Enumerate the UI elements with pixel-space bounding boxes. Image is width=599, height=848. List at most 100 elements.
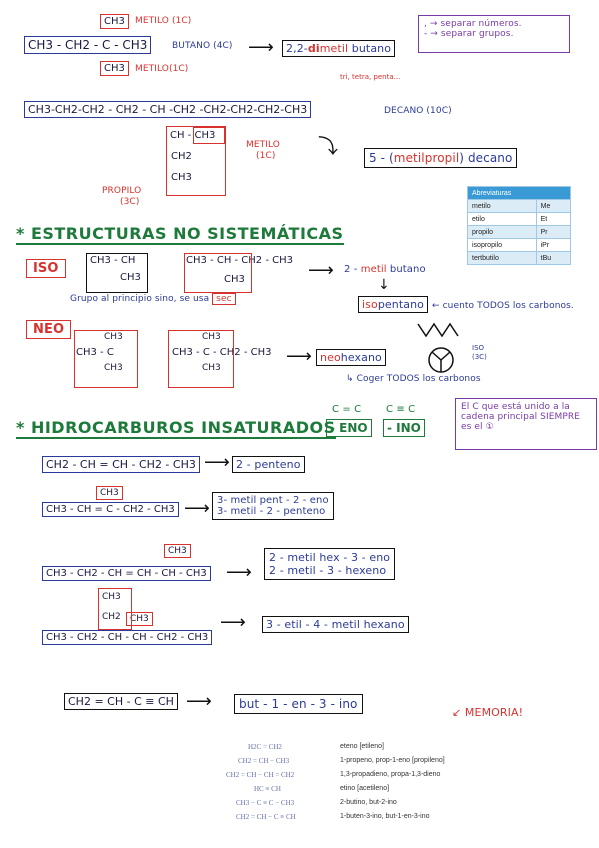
memoria-name-4: etino [acetileno]	[340, 785, 390, 792]
neo-structure-1: CH3 CH3 - C CH3	[76, 332, 132, 384]
neo-struct2-bottom: CH3	[202, 363, 221, 373]
memoria-name-6: 1-buten-3-ino, but-1-en-3-ino	[340, 813, 430, 820]
unsat-1-name: 2 - penteno	[232, 456, 305, 473]
unsat-3-formula: CH3 - CH2 - CH = CH - CH - CH3	[42, 566, 211, 581]
neo-result-base: hexano	[340, 351, 382, 364]
memoria-name-3: 1,3-propadieno, propa-1,3-dieno	[340, 771, 441, 778]
principal-chain-note: El C que está unido a la cadena principa…	[455, 398, 597, 450]
abbr-name: etilo	[467, 212, 537, 226]
abbreviations-header: Abreviaturas	[467, 186, 571, 200]
ex1-bottom-substituent-label: METILO(1C)	[135, 64, 189, 74]
separator-note-line2: - → separar grupos.	[424, 29, 514, 39]
unsat-2-names: 3- metil pent - 2 - eno 3- metil - 2 - p…	[212, 492, 334, 520]
neo-note-text: Coger TODOS los carbonos	[356, 374, 481, 384]
iso-result-base: pentano	[377, 298, 425, 311]
iso-result-prefix: iso	[362, 298, 378, 311]
memoria-formula-5: CH3 − C ≡ C − CH3	[236, 799, 295, 807]
unsat-3-arrow: ⟶	[226, 562, 252, 583]
iso-struct2-top: CH3 - CH - CH2 - CH3	[186, 255, 293, 266]
unsat-3-names: 2 - metil hex - 3 - eno 2 - metil - 3 - …	[264, 548, 396, 580]
abbr-name: tertbutilo	[467, 251, 537, 265]
unsat-4-arrow: ⟶	[220, 612, 246, 633]
triple-bond-label: C ≡ C	[386, 404, 416, 415]
ex2-branch-box	[166, 126, 226, 196]
unsat-3-name-1: 2 - metil hex - 3 - eno	[269, 551, 391, 564]
unsat-2-substituent: CH3	[96, 486, 123, 500]
ex2-branch-ch: CH - CH3	[170, 130, 216, 141]
iso-count-note: ← cuento TODOS los carbonos.	[432, 301, 574, 311]
abbr-name: propilo	[467, 225, 537, 239]
iso-struct1-top: CH3 - CH	[90, 255, 136, 266]
ex1-result-prefix: 2,2-	[286, 42, 308, 55]
abbr-code: Me	[535, 199, 572, 213]
ex2-result-end: ) decano	[459, 151, 513, 165]
memoria-formula-4: HC ≡ CH	[254, 785, 281, 793]
ex2-metilo-box	[193, 127, 225, 144]
neo-structure-2: CH3 CH3 - C - CH2 - CH3 CH3	[172, 332, 271, 373]
neo-note: ↳ Coger TODOS los carbonos	[346, 374, 481, 384]
unsat-5-arrow: ⟶	[186, 691, 212, 712]
iso-footnote-text: Grupo al principio sino, se usa	[70, 294, 210, 304]
neo-struct1-top: CH3	[104, 332, 123, 342]
abbr-name: isopropilo	[467, 238, 537, 252]
iso-struct1-bottom: CH3	[120, 272, 141, 283]
unsat-1-arrow: ⟶	[204, 452, 230, 473]
ex2-propilo-label: PROPILO	[102, 186, 142, 196]
ex1-bottom-substituent: CH3	[100, 61, 129, 76]
unsat-2-name-1: 3- metil pent - 2 - eno	[217, 495, 329, 506]
ex1-prefix-note: tri, tetra, penta...	[340, 73, 401, 81]
ex2-metilo-sub: (1C)	[256, 151, 276, 161]
memoria-formula-6: CH2 = CH − C ≡ CH	[236, 813, 296, 821]
double-bond-label: C = C	[332, 404, 362, 415]
neo-struct1-highlight	[74, 330, 138, 388]
ex2-propilo-sub: (3C)	[120, 197, 140, 207]
ex2-result: 5 - (metilpropil) decano	[364, 148, 518, 168]
memoria-name-5: 2-butino, but-2-ino	[340, 799, 397, 806]
abbr-code: iPr	[535, 238, 572, 252]
iso-skeletal-icon	[417, 322, 459, 373]
iso-name-metil: metil	[360, 264, 387, 275]
memoria-label: ↙ MEMORIA!	[452, 706, 524, 719]
iso-systematic-name: 2 - metil butano	[344, 264, 426, 275]
iso-structure-2: CH3 - CH - CH2 - CH3 CH3	[186, 255, 293, 285]
neo-tag: NEO	[26, 320, 72, 339]
neo-struct2-mid: CH3 - C - CH2 - CH3	[172, 347, 272, 358]
ex2-result-metil: metil	[393, 151, 425, 165]
iso-result: isopentano	[358, 296, 429, 313]
section-heading-non-systematic: * ESTRUCTURAS NO SISTEMÁTICAS	[16, 224, 344, 245]
abbr-code: tBu	[535, 251, 572, 265]
memoria-label-text: MEMORIA!	[464, 706, 524, 719]
iso-tag: ISO	[26, 259, 66, 278]
memoria-name-2: 1-propeno, prop-1-eno [propileno]	[340, 757, 445, 764]
unsat-2-arrow: ⟶	[184, 498, 210, 519]
ex2-result-propil: propil	[424, 151, 460, 165]
unsat-2-name-2: 3- metil - 2 - penteno	[217, 506, 326, 517]
unsat-4-formula: CH3 - CH2 - CH - CH - CH2 - CH3	[42, 630, 213, 645]
neo-result: neohexano	[316, 349, 386, 366]
iso-sec-tag: sec	[212, 293, 236, 305]
ex1-arrow: ⟶	[248, 37, 274, 58]
ex2-chain-label: DECANO (10C)	[384, 106, 452, 116]
unsat-1-formula: CH2 - CH = CH - CH2 - CH3	[42, 456, 200, 473]
memoria-formula-3: CH2 = CH − CH = CH2	[226, 771, 295, 779]
ex1-main-chain: CH3 - CH2 - C - CH3	[24, 36, 152, 54]
unsat-4-sub-c: CH3	[126, 612, 153, 626]
ex1-result-metil: metil	[319, 42, 349, 55]
eno-suffix: - ENO	[326, 419, 372, 437]
separator-note: , → separar números. - → separar grupos.	[418, 15, 570, 53]
iso-small-label: ISO	[472, 344, 485, 352]
memoria-formula-1: H2C = CH2	[248, 743, 282, 751]
ex1-top-substituent: CH3	[100, 14, 129, 29]
unsat-2-formula: CH3 - CH = C - CH2 - CH3	[42, 502, 179, 517]
neo-arrow: ⟶	[286, 346, 312, 367]
unsat-5-formula: CH2 = CH - C ≡ CH	[64, 693, 178, 710]
separator-note-line1: , → separar números.	[424, 19, 522, 29]
unsat-4-name: 3 - etil - 4 - metil hexano	[262, 616, 409, 633]
neo-result-prefix: neo	[320, 351, 341, 364]
